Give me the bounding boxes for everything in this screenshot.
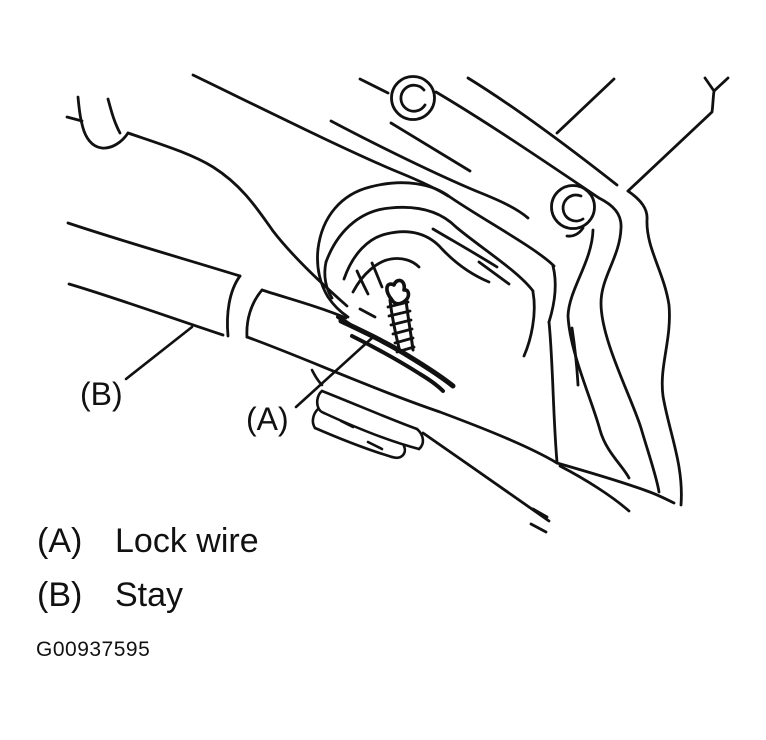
contour-3 [566, 228, 631, 480]
flange-strip [329, 75, 619, 238]
boot-dome [316, 181, 556, 319]
hose-hook-outer [76, 95, 130, 150]
dome-base-line [358, 307, 377, 319]
contour-6 [547, 264, 557, 324]
callout-a-label: (A) [246, 401, 289, 437]
flange-line-5 [466, 76, 619, 187]
upper-left-hose [65, 73, 450, 308]
bracket-mid-edge [322, 411, 421, 451]
dome-arc-2-left [323, 260, 334, 300]
pipe-junction-edge-2 [558, 464, 631, 513]
legend-key-b: (B) [37, 576, 83, 614]
dome-crease-1 [431, 227, 499, 269]
lock-wire-wrap-tip [336, 315, 351, 326]
stay-pipe [66, 221, 676, 534]
figure-code: G00937595 [36, 638, 151, 661]
pipe-lower-edge [421, 431, 551, 523]
bracket-top-cap [315, 389, 326, 415]
bracket-top-edge [320, 389, 419, 431]
bracket-low-right [390, 444, 407, 459]
contour-4 [570, 326, 580, 387]
dome-arc-2 [324, 205, 535, 293]
pipe-junction-edge-1 [555, 461, 676, 505]
bolt-hole-1-inner [399, 83, 427, 113]
bolt-hole-2-hook [565, 226, 585, 238]
lock-wire [336, 278, 456, 393]
pipe-top-edge-2 [260, 288, 348, 320]
legend-key-a: (A) [37, 522, 83, 560]
bracket-tick-2 [366, 440, 384, 451]
pipe-bottom-edge [67, 282, 225, 337]
legend-label-a: Lock wire [115, 522, 259, 560]
legend-row-a: (A) Lock wire [37, 514, 259, 568]
legend-label-b: Stay [115, 576, 184, 614]
lock-wire-wrap-2 [350, 334, 445, 393]
pipe-band-1 [226, 274, 242, 338]
pipe-end-tick-2 [529, 522, 548, 534]
bracket-low-cap [311, 407, 320, 430]
bracket-low-edge [313, 426, 394, 459]
dome-crease-2 [477, 260, 511, 286]
bolt-hole-2-inner [561, 193, 585, 223]
dome-arc-4 [351, 257, 421, 294]
leader-line-a [294, 336, 374, 409]
callout-b-label: (B) [80, 376, 123, 412]
pipe-bottom-edge-2 [245, 335, 559, 465]
contour-5 [547, 320, 559, 464]
dome-outer-left [316, 247, 350, 319]
legend-row-b: (B) Stay [37, 568, 259, 622]
pipe-band-2 [245, 288, 264, 339]
flange-line-3 [389, 121, 472, 173]
hose-tick [65, 115, 84, 123]
pipe-end-tick-1 [531, 507, 549, 519]
leader-line-b [124, 325, 194, 381]
rib-edge [555, 77, 616, 135]
case-contours-right [522, 189, 683, 507]
bracket-right-cap [415, 427, 425, 451]
flange-line-4 [434, 90, 601, 200]
dome-inner-arc-1 [355, 269, 370, 296]
lock-wire-wrap-1 [338, 318, 456, 389]
bracket-above-curve [310, 368, 324, 387]
top-right-rib [555, 76, 730, 193]
bracket-tick-1 [339, 419, 355, 429]
dome-inner-arc-2 [370, 261, 384, 289]
case-edge-lower [126, 131, 349, 308]
contour-7 [522, 290, 536, 358]
stay-bracket [310, 368, 425, 459]
hose-hook-inner [106, 97, 122, 135]
dome-outer [316, 181, 556, 268]
lock-wire-column-right [404, 298, 415, 352]
bolt-hole-2-outer [550, 184, 596, 230]
lock-wire-twists [386, 300, 416, 354]
contour-inner [597, 196, 661, 494]
pipe-top-edge [66, 221, 242, 278]
dome-arc-3 [342, 230, 491, 284]
bolt-hole-1-outer [390, 75, 436, 121]
legend: (A) Lock wire (B) Stay [37, 514, 259, 622]
fork-left-branch [703, 76, 716, 93]
contour-outer [626, 189, 683, 507]
fork-right-branch [712, 76, 730, 93]
callouts: (A) (B) [80, 325, 374, 437]
flange-line-2 [329, 119, 530, 220]
flange-line-1 [358, 77, 390, 95]
rib-stem [626, 89, 716, 193]
